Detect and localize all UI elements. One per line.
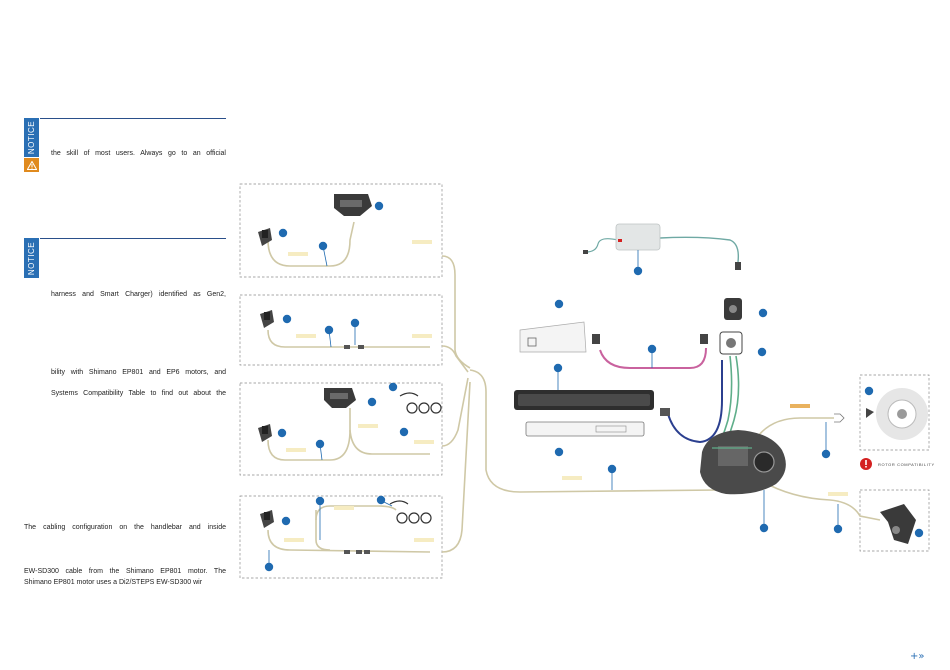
config-boxes xyxy=(239,183,930,579)
remote-icon xyxy=(389,500,432,524)
charger-icon xyxy=(583,223,741,270)
alert-icon xyxy=(860,458,872,470)
callout-dot xyxy=(318,241,328,251)
connector xyxy=(344,550,350,554)
callout-dot xyxy=(607,464,617,474)
derailleur-icon xyxy=(880,504,916,544)
callout-dot xyxy=(281,516,291,526)
notice-rule-2 xyxy=(40,238,226,239)
callout-markers xyxy=(264,201,924,572)
cable-tag xyxy=(414,440,434,444)
cable-tag xyxy=(790,404,810,408)
callout-dot xyxy=(282,314,292,324)
cable-tag xyxy=(284,538,304,542)
battery-cable-pink xyxy=(599,347,707,369)
cable-tag xyxy=(286,448,306,452)
callout-dot xyxy=(757,347,767,357)
callout-dot xyxy=(833,524,843,534)
connector xyxy=(356,550,362,554)
callout-dot xyxy=(277,428,287,438)
callout-dot xyxy=(647,344,657,354)
battery-icon xyxy=(514,390,670,416)
callout-dot xyxy=(367,397,377,407)
motor-icon xyxy=(700,430,786,495)
config-box-2 xyxy=(239,294,443,366)
battery-icon xyxy=(525,421,645,437)
callout-dot xyxy=(554,447,564,457)
cable-tag xyxy=(288,252,308,256)
callout-dot xyxy=(399,427,409,437)
cable-tag xyxy=(358,424,378,428)
shifter-icon xyxy=(258,228,272,246)
brake-rotor-icon xyxy=(866,388,928,440)
paragraph-line: the skill of most users. Always go to an… xyxy=(51,150,226,157)
config-box-4 xyxy=(239,495,443,579)
inline-connectors xyxy=(344,345,370,554)
display-icon xyxy=(334,194,372,216)
connector xyxy=(358,345,364,349)
next-page-icon[interactable]: +» xyxy=(910,651,925,662)
remote-icon xyxy=(399,392,442,414)
cable-tag xyxy=(828,492,848,496)
cable-tag xyxy=(562,476,582,480)
port-icon xyxy=(719,331,743,355)
callout-dot xyxy=(914,528,924,538)
callout-dot xyxy=(633,266,643,276)
rotor-compatibility-label: ROTOR COMPATIBILITY xyxy=(878,462,935,467)
cable-tag xyxy=(334,506,354,510)
callout-dot xyxy=(324,325,334,335)
cable-tag xyxy=(296,334,316,338)
battery-holder-icon xyxy=(519,321,708,353)
cable-tags xyxy=(284,240,848,542)
callout-dot xyxy=(350,318,360,328)
callout-dot xyxy=(759,523,769,533)
callout-dot xyxy=(821,449,831,459)
config-box-3 xyxy=(239,382,443,476)
callout-dot xyxy=(554,299,564,309)
warning-triangle-icon xyxy=(26,160,37,170)
paragraph-line: bility with Shimano EP801 and EP6 motors… xyxy=(51,369,226,376)
paragraph-line: Systems Compatibility Table to find out … xyxy=(51,390,226,397)
paragraph-line: EW-SD300 cable from the Shimano EP801 mo… xyxy=(24,568,226,575)
callout-dot xyxy=(388,382,398,392)
paragraph-line: harness and Smart Charger) identified as… xyxy=(51,291,226,298)
callout-dot xyxy=(374,201,384,211)
speed-sensor-icon xyxy=(724,298,742,320)
harness-cables xyxy=(267,221,881,553)
cable-tag xyxy=(412,240,432,244)
connector xyxy=(364,550,370,554)
derailleur-box xyxy=(859,489,930,552)
paragraph-line: The cabling configuration on the handleb… xyxy=(24,524,226,531)
callout-dot xyxy=(864,386,874,396)
config-box-1 xyxy=(239,183,443,278)
charger-input-cable xyxy=(585,238,619,253)
callout-dot xyxy=(278,228,288,238)
battery-cable-navy xyxy=(667,360,723,444)
shifter-icon xyxy=(260,310,274,328)
callout-dot xyxy=(758,308,768,318)
callout-dot xyxy=(315,439,325,449)
cable-tag xyxy=(414,538,434,542)
charger-cable xyxy=(659,236,740,263)
callout-dot xyxy=(553,363,563,373)
warning-badge xyxy=(24,158,39,172)
callout-dot xyxy=(264,562,274,572)
callout-dot xyxy=(376,495,386,505)
cable-tag xyxy=(412,334,432,338)
connector xyxy=(344,345,350,349)
shifter-icon xyxy=(258,424,272,442)
shifter-icon xyxy=(260,510,274,528)
notice-rule-1 xyxy=(40,118,226,119)
notice-bar-1: NOTICE xyxy=(24,118,39,157)
display-icon xyxy=(324,388,356,408)
sensor-icon xyxy=(834,413,845,423)
callout-dot xyxy=(315,496,325,506)
notice-bar-2: NOTICE xyxy=(24,238,39,278)
paragraph-line: Shimano EP801 motor uses a Di2/STEPS EW-… xyxy=(24,579,203,586)
